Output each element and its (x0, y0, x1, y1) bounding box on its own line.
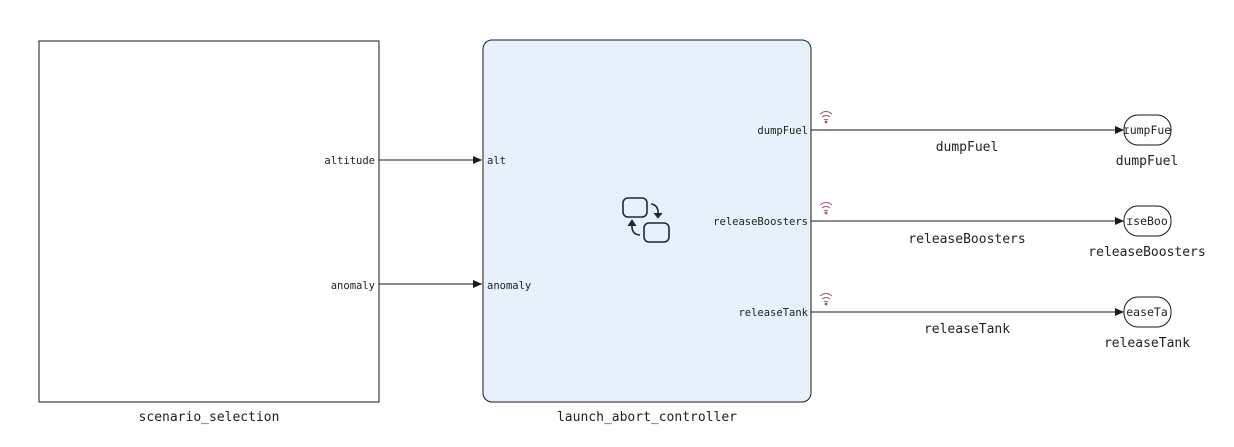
signal-logging-icon[interactable] (819, 293, 833, 306)
signal-logging-icon[interactable] (819, 202, 833, 215)
scenario-selection-block[interactable] (38, 40, 380, 403)
block-name-launch-abort-controller: launch_abort_controller (557, 410, 737, 425)
outport-inner-label: easeTa (1126, 305, 1168, 319)
block-name-scenario-selection: scenario_selection (139, 410, 280, 425)
outport-inner-label: ɪumpFue (1123, 123, 1172, 137)
signal-logging-icon[interactable] (819, 111, 833, 124)
stateflow-chart-icon (622, 197, 670, 243)
outport-name-releaseboosters: releaseBoosters (1088, 245, 1205, 260)
scenario-port-altitude: altitude (324, 155, 375, 167)
outport-name-dumpfuel: dumpFuel (1116, 154, 1179, 169)
signal-label-releasetank: releaseTank (924, 322, 1010, 337)
controller-port-releaseboosters: releaseBoosters (713, 216, 808, 228)
signal-label-dumpfuel: dumpFuel (936, 140, 999, 155)
outport-releasetank[interactable]: easeTa (1123, 296, 1172, 328)
outport-inner-label: ɪseBoo (1126, 214, 1168, 228)
controller-port-alt: alt (487, 155, 506, 167)
controller-port-releasetank: releaseTank (738, 307, 808, 319)
controller-port-anomaly: anomaly (487, 280, 531, 292)
controller-port-dumpfuel: dumpFuel (757, 125, 808, 137)
outport-dumpfuel[interactable]: ɪumpFue (1123, 114, 1172, 146)
scenario-port-anomaly: anomaly (331, 280, 375, 292)
outport-name-releasetank: releaseTank (1104, 336, 1190, 351)
outport-releaseboosters[interactable]: ɪseBoo (1123, 205, 1172, 237)
signal-label-releaseboosters: releaseBoosters (908, 232, 1025, 247)
